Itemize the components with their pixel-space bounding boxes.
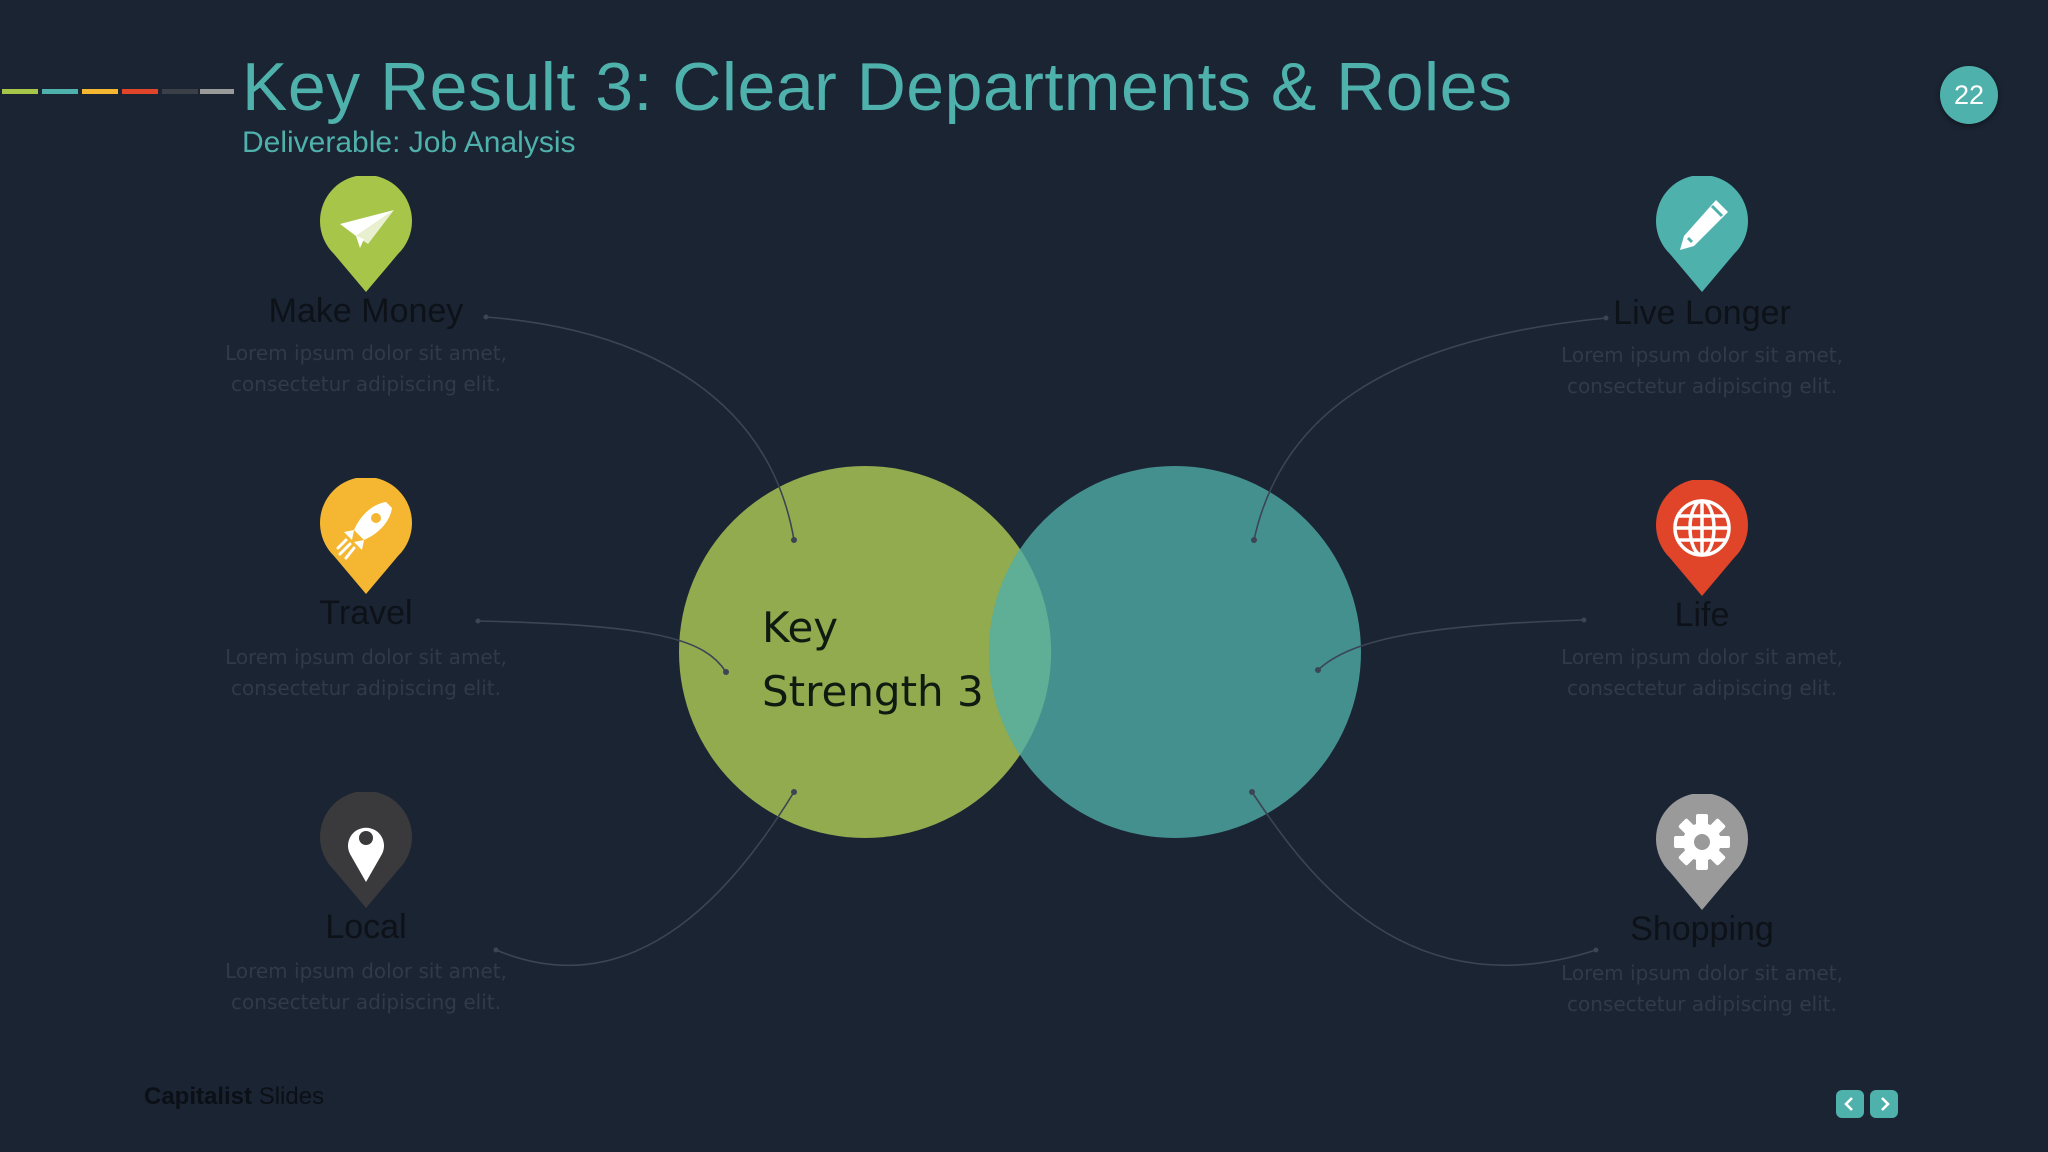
- venn-label: Key Strength 3: [762, 596, 1022, 724]
- item-desc-live-longer: Lorem ipsum dolor sit amet, consectetur …: [1561, 343, 1843, 398]
- item-desc-life: Lorem ipsum dolor sit amet, consectetur …: [1561, 645, 1843, 700]
- prev-slide-button[interactable]: [1836, 1090, 1864, 1118]
- connector-dot: [475, 618, 481, 624]
- connector-dot: [493, 947, 499, 953]
- item-title-shopping: Shopping: [1630, 910, 1774, 948]
- venn-circle-left: [679, 466, 1051, 838]
- item-title-make-money: Make Money: [268, 292, 464, 330]
- connector-dot: [791, 537, 797, 543]
- footer-brand-bold: Capitalist: [144, 1083, 253, 1110]
- rocket-icon: [316, 478, 416, 598]
- item-title-travel: Travel: [319, 594, 413, 632]
- slide-title: Key Result 3: Clear Departments & Roles: [242, 49, 1513, 125]
- item-desc-travel: Lorem ipsum dolor sit amet, consectetur …: [225, 645, 507, 700]
- page-number-badge: 22: [1940, 66, 1998, 124]
- accent-segment-green: [2, 89, 38, 94]
- chevron-right-icon: [1881, 1097, 1890, 1111]
- next-slide-button[interactable]: [1870, 1090, 1898, 1118]
- venn-circle-right: [989, 466, 1361, 838]
- connector-travel: [477, 620, 727, 673]
- paper-plane-icon: [316, 176, 416, 296]
- item-title-life: Life: [1674, 596, 1730, 634]
- connector-dot: [1603, 315, 1609, 321]
- connector-local: [495, 791, 795, 967]
- connector-make-money: [485, 316, 795, 541]
- venn-overlap: [988, 549, 1052, 755]
- connector-dot: [723, 669, 729, 675]
- slide-subtitle: Deliverable: Job Analysis: [242, 126, 576, 159]
- connector-dot: [1315, 667, 1321, 673]
- item-title-local: Local: [325, 908, 407, 946]
- venn-label-line2: Strength 3: [762, 667, 984, 716]
- connector-dot: [1593, 947, 1599, 953]
- item-desc-local: Lorem ipsum dolor sit amet, consectetur …: [225, 959, 507, 1014]
- connector-dot: [791, 789, 797, 795]
- footer-brand: Capitalist Slides: [144, 1083, 324, 1111]
- footer-brand-light: Slides: [252, 1083, 325, 1110]
- connector-dot: [1249, 789, 1255, 795]
- connector-shopping: [1251, 791, 1597, 967]
- accent-segment-dark: [162, 89, 198, 94]
- accent-segment-gray: [200, 89, 234, 94]
- pencil-icon: [1652, 176, 1752, 296]
- accent-segment-red: [122, 89, 158, 94]
- item-desc-make-money: Lorem ipsum dolor sit amet, consectetur …: [225, 341, 507, 396]
- connector-live-longer: [1253, 317, 1607, 541]
- gear-icon: [1652, 794, 1752, 914]
- venn-label-line1: Key: [762, 603, 839, 652]
- accent-segment-teal: [42, 89, 78, 94]
- chevron-left-icon: [1844, 1097, 1853, 1111]
- connector-dot: [483, 314, 489, 320]
- accent-segment-yellow: [82, 89, 118, 94]
- map-marker-icon: [316, 792, 416, 912]
- item-title-live-longer: Live Longer: [1613, 294, 1791, 332]
- connector-dot: [1251, 537, 1257, 543]
- connector-life: [1317, 619, 1585, 671]
- item-desc-shopping: Lorem ipsum dolor sit amet, consectetur …: [1561, 961, 1843, 1016]
- connector-dot: [1581, 617, 1587, 623]
- globe-icon: [1652, 480, 1752, 600]
